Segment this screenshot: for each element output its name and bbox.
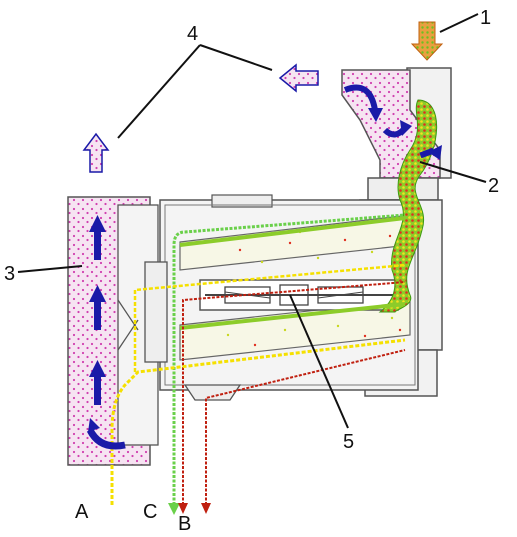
label-1: 1 (480, 7, 491, 29)
label-c: C (143, 501, 157, 523)
stream-c (172, 213, 406, 505)
grain-scatter (226, 230, 402, 347)
label-a: A (75, 501, 89, 523)
separator-body (159, 194, 419, 401)
label-5: 5 (343, 431, 354, 453)
label-b: B (178, 513, 191, 535)
label-3: 3 (4, 263, 15, 285)
leader-lines (17, 13, 487, 429)
feed-arrow (410, 21, 444, 61)
exhaust-arrows (82, 63, 319, 173)
label-2: 2 (488, 175, 499, 197)
stream-a (110, 338, 406, 505)
label-4: 4 (187, 23, 198, 45)
airflow-arrows (86, 84, 442, 450)
stream-b (182, 281, 406, 505)
aspiration-channel (67, 196, 168, 466)
